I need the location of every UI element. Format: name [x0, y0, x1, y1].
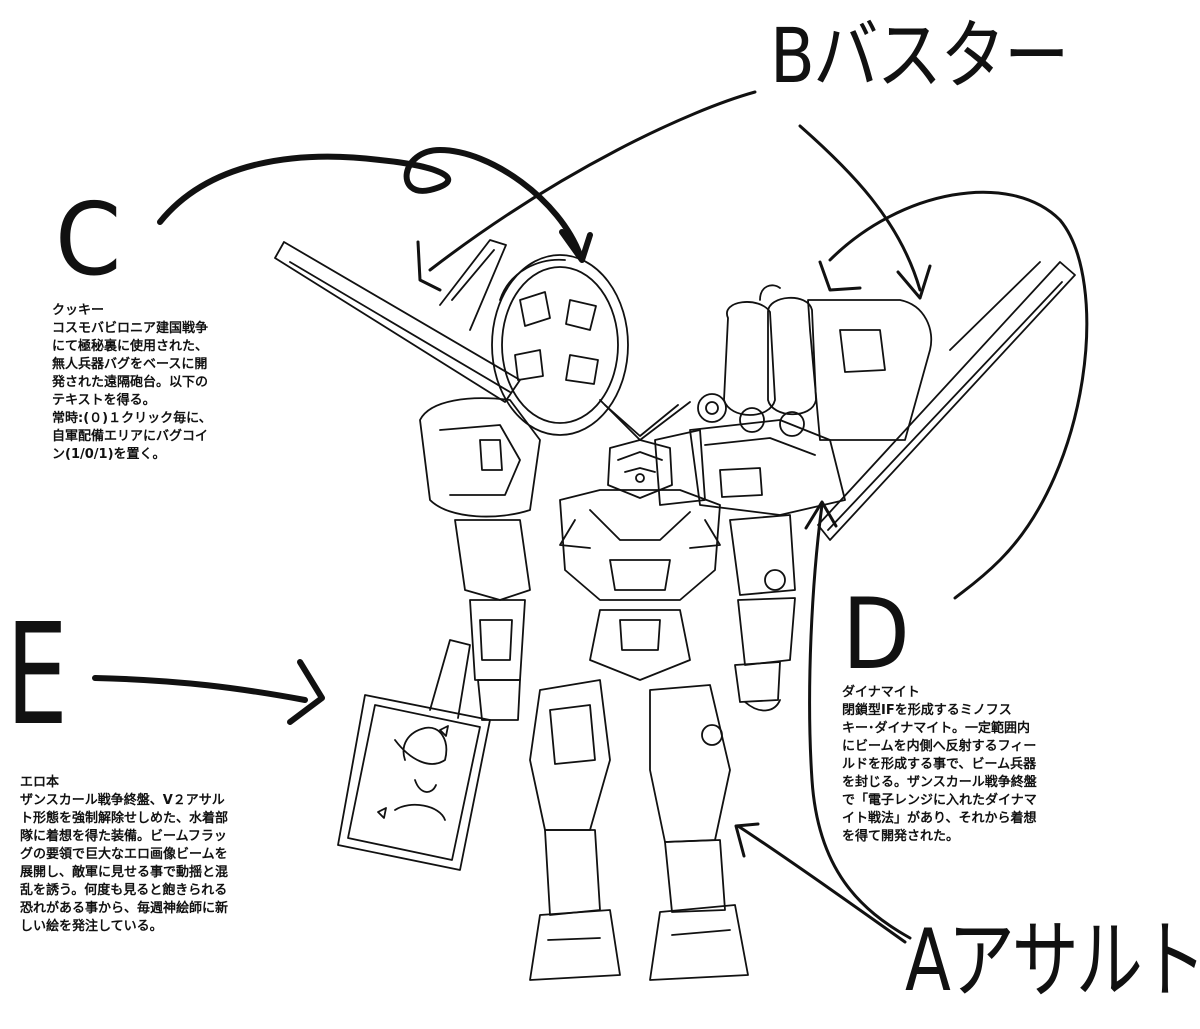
note-ero-book: エロ本 ザンスカール戦争終盤、V２アサル ト形態を強制解除せしめた、水着部 隊に… — [20, 774, 228, 936]
left-wing — [275, 240, 520, 402]
note-line: テキストを得る。 — [52, 392, 212, 410]
label-a-assault: Aアサルト — [905, 918, 1200, 1004]
note-line: ト形態を強制解除せしめた、水着部 — [20, 810, 228, 828]
left-arm — [455, 520, 530, 720]
robot-head — [600, 400, 690, 498]
note-line: 無人兵器バグをベースに開 — [52, 356, 212, 374]
note-line: 隊に着想を得た装備。ビームフラッ — [20, 828, 228, 846]
note-line: にビームを内側へ反射するフィー — [842, 738, 1037, 756]
note-cookie: クッキー コスモバビロニア建国戦争 にて極秘裏に使用された、 無人兵器バグをベー… — [52, 302, 212, 464]
note-line: で「電子レンジに入れたダイナマ — [842, 792, 1037, 810]
note-line: ン(1/0/1)を置く。 — [52, 446, 212, 464]
right-arm — [730, 515, 795, 710]
left-shoulder-armor — [420, 398, 540, 516]
label-c: C — [55, 190, 121, 290]
note-line: イト戦法」があり、それから着想 — [842, 810, 1037, 828]
note-line: を封じる。ザンスカール戦争終盤 — [842, 774, 1037, 792]
arrow-e-to-book — [95, 662, 322, 722]
note-line: ルドを形成する事で、ビーム兵器 — [842, 756, 1037, 774]
note-line: 展開し、敵軍に見せる事で動揺と混 — [20, 864, 228, 882]
note-line: コスモバビロニア建国戦争 — [52, 320, 212, 338]
note-line: 乱を誘う。何度も見ると飽きられる — [20, 882, 228, 900]
label-d: D — [842, 586, 910, 684]
arrow-long-curve-right — [820, 192, 1087, 598]
label-e: E — [6, 606, 68, 746]
note-line: グの要領で巨大なエロ画像ビームを — [20, 846, 228, 864]
right-backpack — [698, 285, 931, 440]
note-title: エロ本 — [20, 774, 228, 792]
note-line: 常時:(０)１クリック毎に、 — [52, 410, 212, 428]
note-line: ザンスカール戦争終盤、V２アサル — [20, 792, 228, 810]
note-title: クッキー — [52, 302, 212, 320]
arrow-b-to-right-pack — [800, 126, 930, 298]
arrow-c-to-left-pack — [160, 150, 590, 260]
left-leg — [530, 680, 620, 980]
mecha-robot-illustration — [275, 240, 1075, 980]
right-leg — [650, 685, 748, 980]
note-line: にて極秘裏に使用された、 — [52, 338, 212, 356]
note-line: 自軍配備エリアにバグコイ — [52, 428, 212, 446]
note-dynamite: ダイナマイト 閉鎖型IFを形成するミノフス キー･ダイナマイト。一定範囲内 にビ… — [842, 684, 1037, 846]
right-shoulder-armor — [655, 420, 845, 515]
note-line: キー･ダイナマイト。一定範囲内 — [842, 720, 1037, 738]
note-line: 閉鎖型IFを形成するミノフス — [842, 702, 1037, 720]
right-wing — [818, 262, 1075, 540]
note-line: しい絵を発注している。 — [20, 918, 228, 936]
label-b-buster: Bバスター — [770, 18, 1068, 94]
note-line: を得て開発された。 — [842, 828, 1037, 846]
ero-book-board — [338, 640, 490, 870]
note-line: 発された遠隔砲台。以下の — [52, 374, 212, 392]
arrow-b-to-left-pack — [418, 92, 755, 290]
robot-torso — [560, 490, 720, 680]
note-title: ダイナマイト — [842, 684, 1037, 702]
note-line: 恐れがある事から、毎週神絵師に新 — [20, 900, 228, 918]
